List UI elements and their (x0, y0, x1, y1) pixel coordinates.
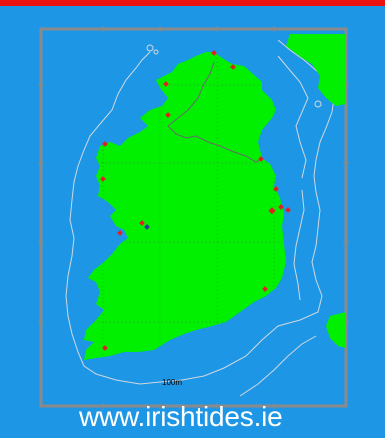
depth-contour-south-deep (239, 335, 317, 397)
depth-contour-east (293, 189, 305, 301)
port-marker[interactable] (102, 345, 108, 351)
port-marker[interactable] (165, 112, 171, 118)
port-marker[interactable] (278, 204, 284, 210)
port-markers[interactable] (100, 50, 291, 351)
port-marker[interactable] (139, 220, 145, 226)
islets (146, 44, 322, 108)
port-marker[interactable] (163, 81, 169, 87)
land-ireland (84, 52, 286, 360)
port-marker[interactable] (262, 286, 268, 292)
depth-contour-label: 100m (162, 378, 183, 387)
land-wales (326, 312, 346, 348)
selected-port-marker[interactable] (144, 224, 150, 230)
ni-border (167, 61, 263, 163)
port-marker[interactable] (258, 156, 264, 162)
port-marker[interactable] (268, 207, 276, 215)
port-marker[interactable] (100, 176, 106, 182)
port-marker[interactable] (230, 64, 236, 70)
site-watermark: www.irishtides.ie (79, 401, 283, 432)
port-marker[interactable] (285, 207, 291, 213)
port-marker[interactable] (273, 186, 279, 192)
land-scotland (286, 34, 346, 106)
depth-contour-north (277, 55, 309, 179)
depth-contour-100m (65, 39, 335, 385)
port-marker[interactable] (117, 230, 123, 236)
header-bar (0, 0, 385, 6)
port-marker[interactable] (102, 141, 108, 147)
map-frame (39, 27, 348, 408)
